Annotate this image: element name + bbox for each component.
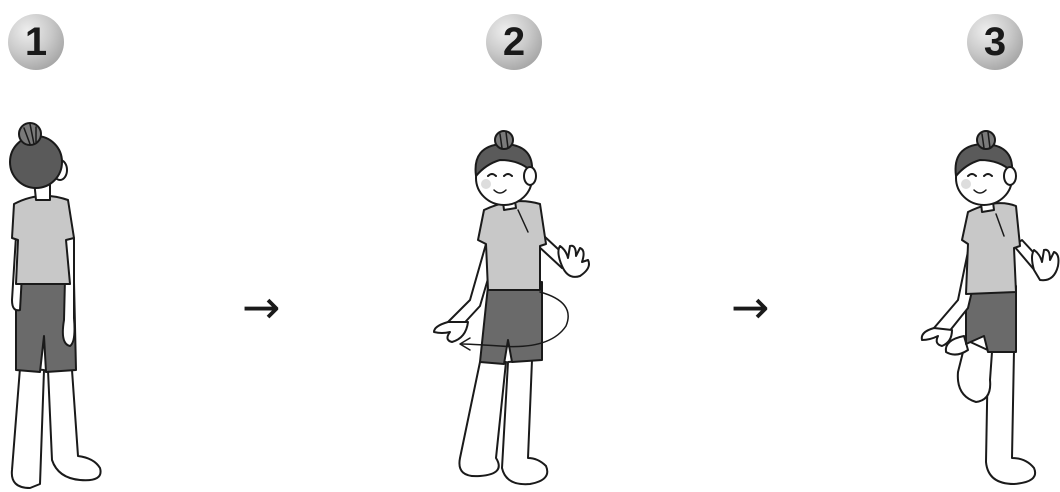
figure-twisting bbox=[434, 131, 589, 484]
figure-quad-stretch bbox=[922, 131, 1059, 484]
figure-standing-back-view bbox=[10, 123, 101, 488]
